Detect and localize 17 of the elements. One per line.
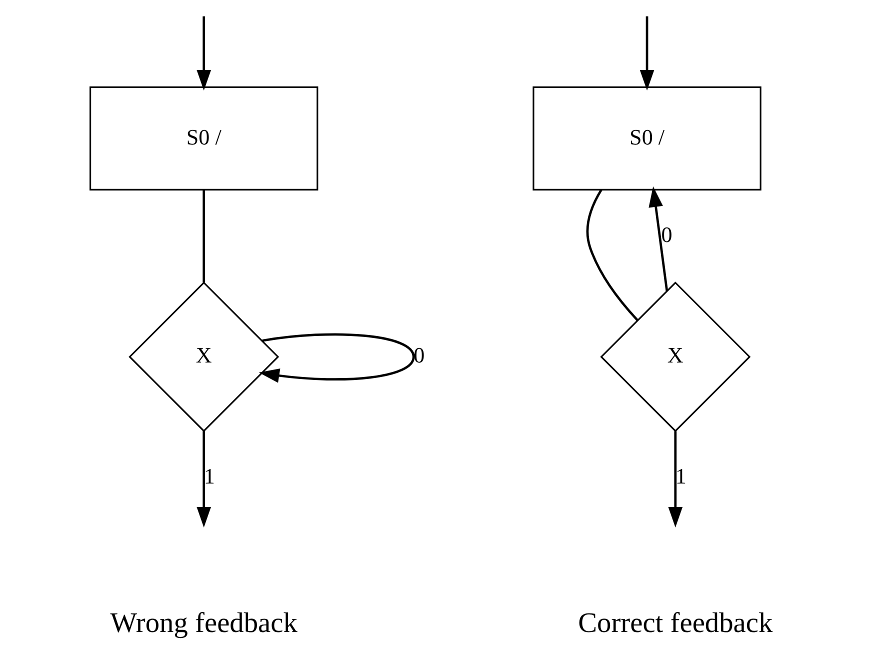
node-box: S0 / <box>90 86 318 190</box>
connector <box>586 189 639 322</box>
arrow <box>668 431 683 528</box>
edge-label: 1 <box>675 463 686 488</box>
node-box: S0 / <box>532 86 762 190</box>
arrow <box>258 333 415 383</box>
arrow <box>648 186 668 292</box>
arrow <box>196 431 212 528</box>
edge-label: 0 <box>414 342 425 368</box>
edge-label: 1 <box>204 463 215 488</box>
arrow <box>640 16 654 91</box>
label: Wrong feedback <box>110 608 298 639</box>
arrow <box>196 16 212 91</box>
edge-label: 0 <box>661 222 672 248</box>
label: Correct feedback <box>578 608 773 639</box>
connector <box>202 190 206 282</box>
node-diamond: X <box>600 282 751 432</box>
